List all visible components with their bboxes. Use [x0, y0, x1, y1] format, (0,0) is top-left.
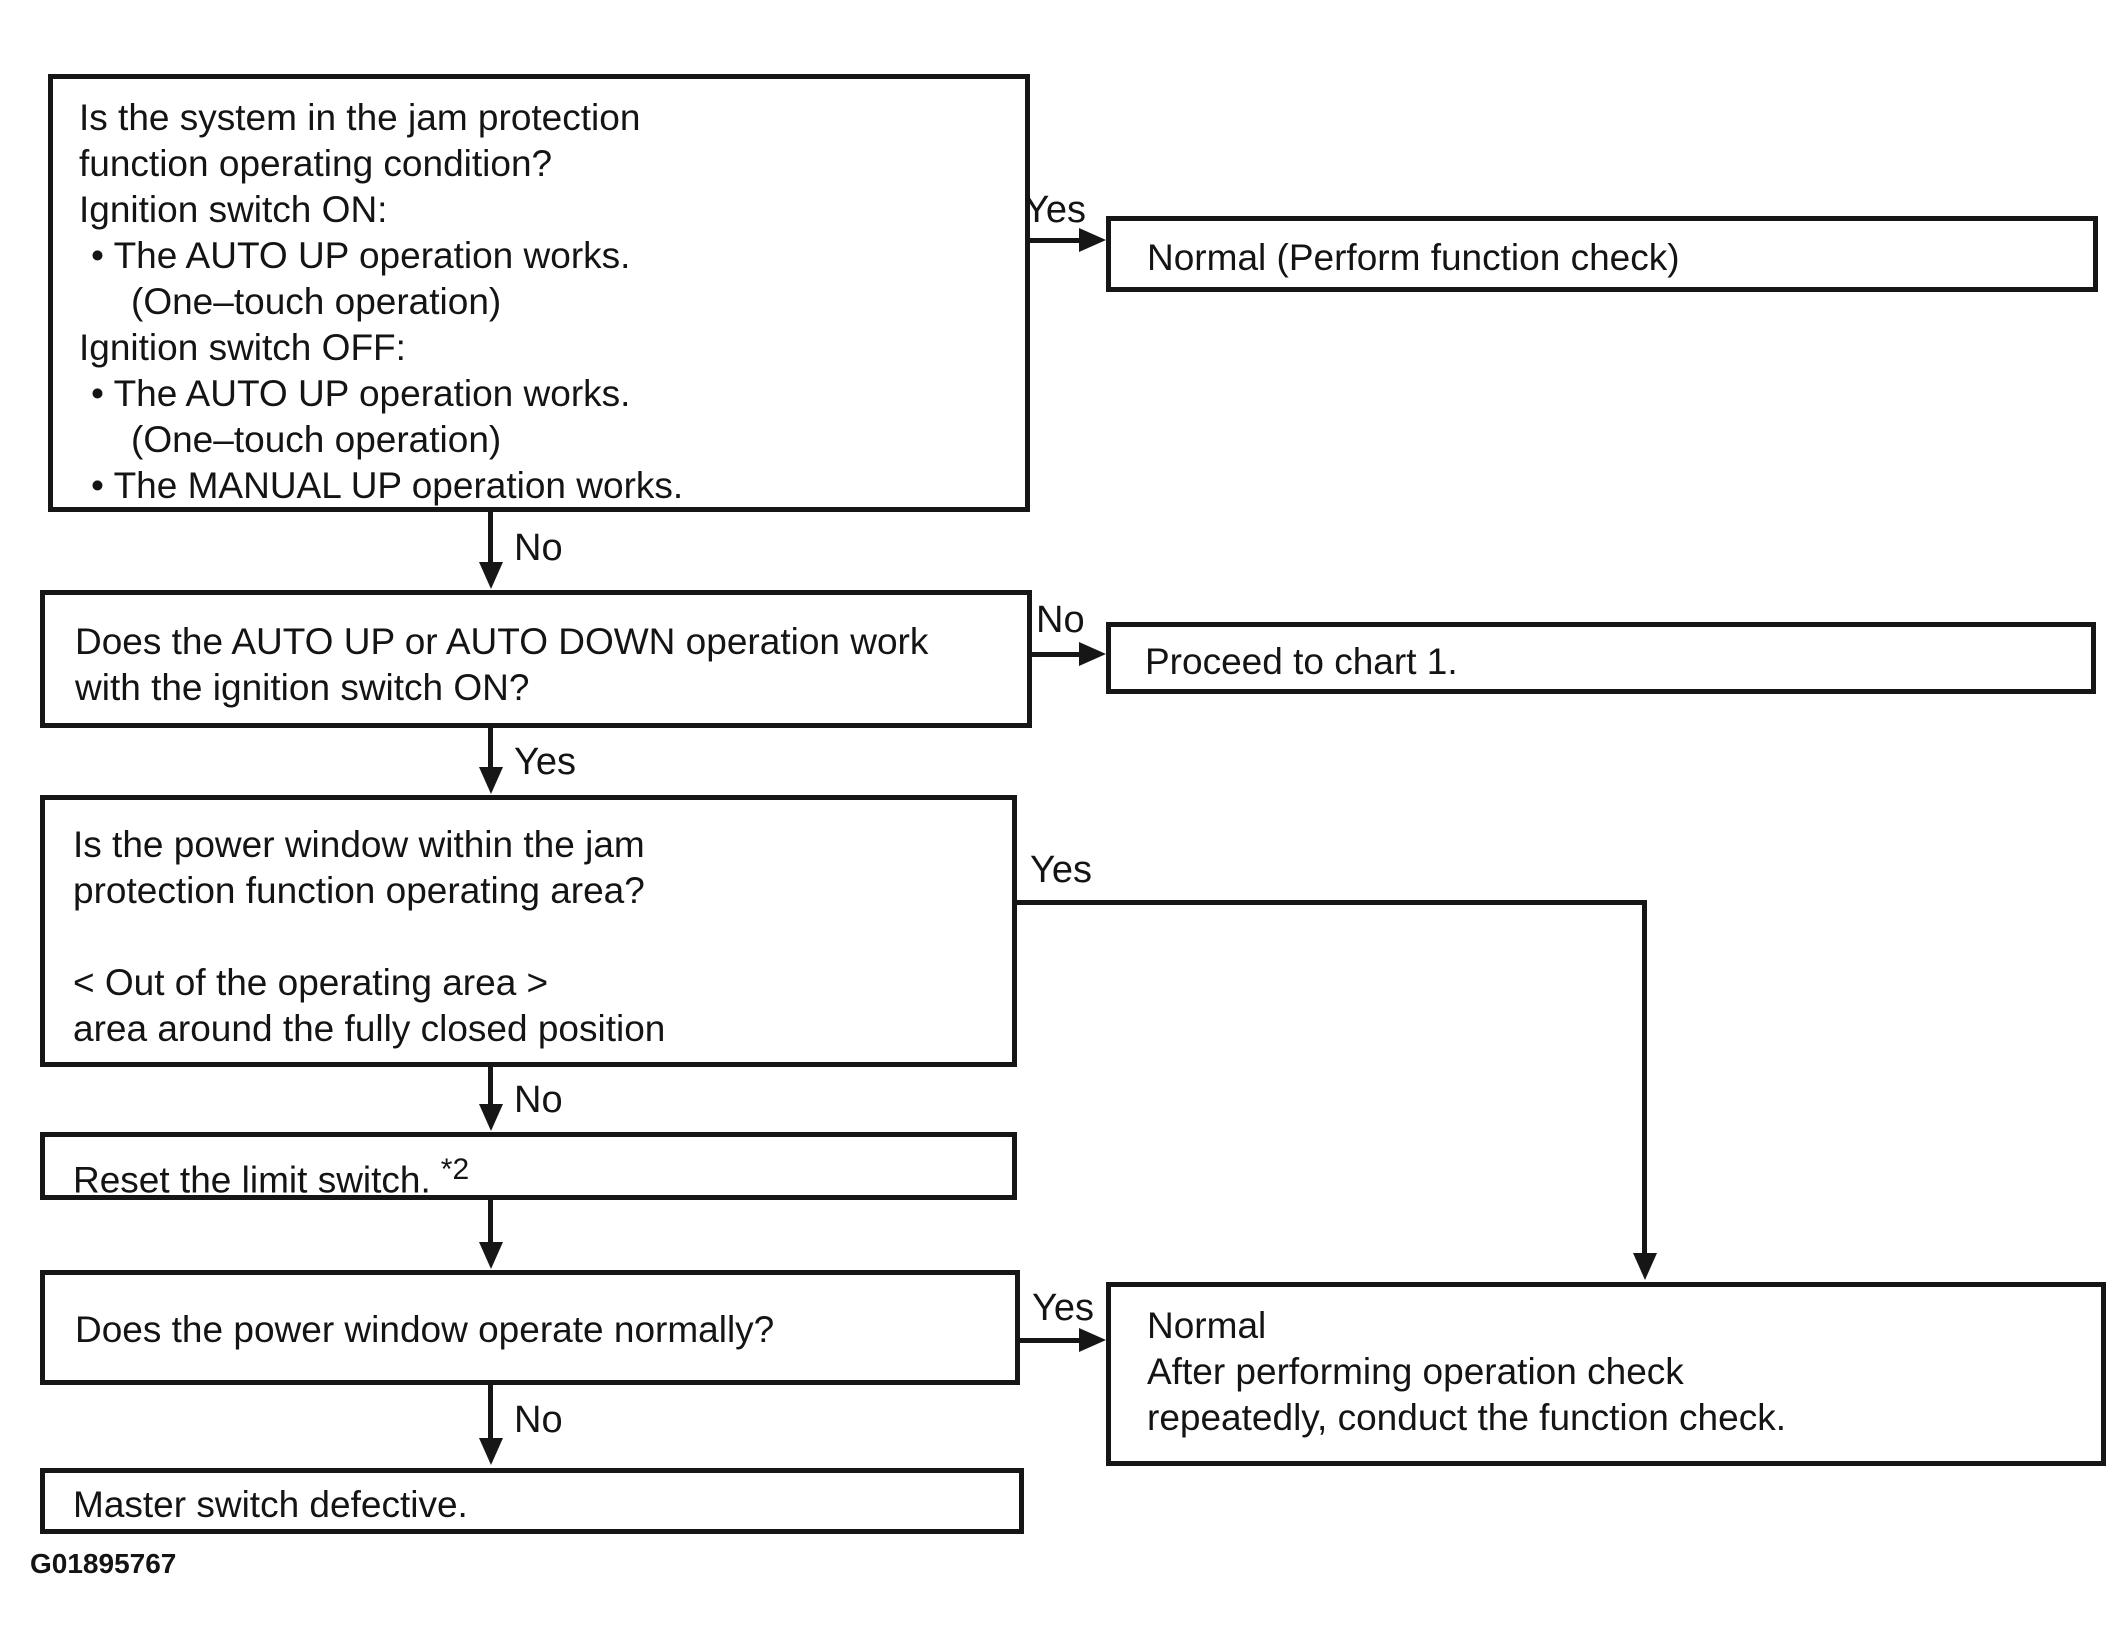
box-text-line: Proceed to chart 1. — [1145, 641, 1458, 682]
box-text-line: Normal (Perform function check) — [1147, 237, 1680, 278]
box-text-line: (One–touch operation) — [131, 281, 502, 322]
flow-box-operating-area-question: Is the power window within the jam prote… — [40, 795, 1017, 1067]
flow-box-auto-up-down-question: Does the AUTO UP or AUTO DOWN operation … — [40, 590, 1032, 728]
box-text-line: with the ignition switch ON? — [75, 667, 530, 708]
box-text-line: function operating condition? — [79, 143, 553, 184]
box-text-line: repeatedly, conduct the function check. — [1147, 1397, 1786, 1438]
box-text-line — [73, 914, 1002, 960]
box-text-line: Reset the limit switch. — [73, 1159, 431, 1201]
edge-label-no: No — [514, 1079, 563, 1121]
footnote-marker: *2 — [440, 1153, 470, 1186]
connector-line — [488, 1385, 493, 1441]
box-text-line: Normal — [1147, 1305, 1267, 1346]
arrowhead-down-icon — [479, 562, 503, 589]
edge-label-yes: Yes — [514, 741, 576, 783]
box-text-line: Master switch defective. — [73, 1484, 468, 1525]
box-text-line: Ignition switch OFF: — [79, 327, 406, 368]
box-text-line: • The AUTO UP operation works. — [91, 373, 631, 414]
connector-line — [1642, 900, 1647, 1255]
box-text-line: Is the system in the jam protection — [79, 97, 641, 138]
arrowhead-down-icon — [479, 1438, 503, 1465]
figure-code: G01895767 — [30, 1548, 177, 1579]
box-text-line: After performing operation check — [1147, 1351, 1684, 1392]
edge-label-yes: Yes — [1030, 849, 1092, 891]
edge-label-yes: Yes — [1032, 1287, 1094, 1329]
box-text-line: • The MANUAL UP operation works. — [91, 465, 684, 506]
arrowhead-down-icon — [479, 1242, 503, 1269]
box-text-line: Is the power window within the jam — [73, 824, 645, 865]
edge-label-no: No — [1036, 599, 1085, 641]
box-text-line: protection function operating area? — [73, 870, 645, 911]
arrowhead-right-icon — [1079, 642, 1106, 666]
flow-box-reset-limit-switch: Reset the limit switch. *2 — [40, 1132, 1017, 1200]
box-text-line: Does the AUTO UP or AUTO DOWN operation … — [75, 621, 929, 662]
connector-line — [1020, 1338, 1082, 1343]
flow-box-operate-normally-question: Does the power window operate normally? — [40, 1270, 1020, 1385]
connector-line — [488, 728, 493, 771]
connector-line — [488, 1200, 493, 1246]
box-text-line: Ignition switch ON: — [79, 189, 388, 230]
arrowhead-right-icon — [1079, 1328, 1106, 1352]
edge-label-yes: Yes — [1024, 189, 1086, 231]
arrowhead-down-icon — [479, 767, 503, 794]
connector-line — [488, 1067, 493, 1107]
box-text-line: < Out of the operating area > — [73, 962, 549, 1003]
connector-line — [488, 512, 493, 566]
flow-box-normal-operation-check: Normal After performing operation check … — [1106, 1282, 2106, 1466]
flow-box-jam-protection-condition: Is the system in the jam protection func… — [48, 74, 1030, 512]
edge-label-no: No — [514, 527, 563, 569]
connector-line — [1017, 900, 1647, 905]
flow-box-master-switch-defective: Master switch defective. — [40, 1468, 1024, 1534]
connector-line — [1030, 238, 1082, 243]
arrowhead-right-icon — [1079, 228, 1106, 252]
box-text-line: Does the power window operate normally? — [75, 1309, 775, 1350]
box-text-line: (One–touch operation) — [131, 419, 502, 460]
arrowhead-down-icon — [1633, 1253, 1657, 1280]
flow-box-proceed-chart1: Proceed to chart 1. — [1106, 622, 2096, 694]
box-text-line: area around the fully closed position — [73, 1008, 666, 1049]
flow-box-normal-function-check: Normal (Perform function check) — [1106, 216, 2098, 292]
edge-label-no: No — [514, 1399, 563, 1441]
connector-line — [1032, 652, 1082, 657]
box-text-line: • The AUTO UP operation works. — [91, 235, 631, 276]
arrowhead-down-icon — [479, 1104, 503, 1131]
